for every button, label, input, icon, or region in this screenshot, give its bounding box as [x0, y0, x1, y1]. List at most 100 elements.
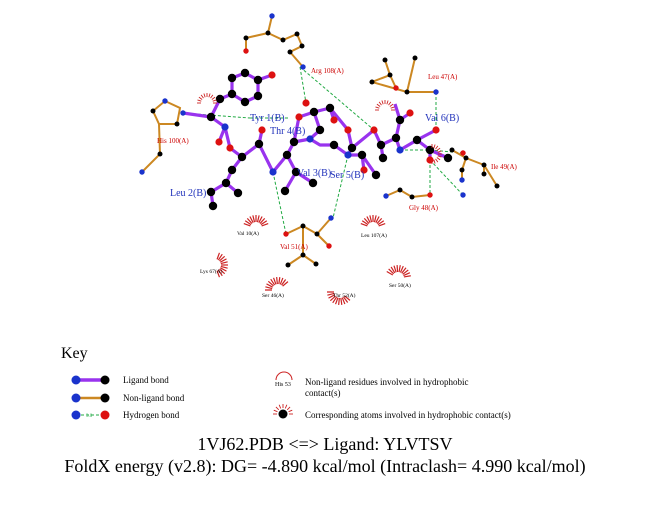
atom	[215, 138, 223, 146]
atom	[459, 167, 465, 173]
key-hbond-distance: 3.0	[86, 414, 93, 419]
key-hydrophobic-residues-line2: contact(s)	[305, 388, 340, 398]
atom	[157, 151, 163, 157]
hydrophobic-spike	[288, 409, 293, 413]
hydrophobic-spike	[282, 281, 289, 287]
atom	[300, 64, 306, 70]
hydrophobic-spike	[278, 277, 281, 285]
key-oxygen-atom	[100, 410, 110, 420]
atom	[226, 144, 234, 152]
atom	[289, 137, 299, 147]
hydrophobic-spike	[328, 294, 335, 299]
atom	[383, 193, 389, 199]
hydrophobic-spike	[220, 261, 228, 265]
atom	[240, 68, 250, 78]
atom	[243, 35, 249, 41]
atom	[283, 231, 289, 237]
atom	[295, 113, 303, 121]
atom	[285, 262, 291, 268]
atom	[280, 186, 290, 196]
residue-label-val51: Val 51(A)	[280, 243, 308, 251]
hydrophobic-spike	[386, 100, 389, 105]
hydrophobic-spike	[197, 99, 202, 102]
bond	[406, 57, 416, 93]
hydrophobic-spike	[390, 266, 396, 274]
atom	[425, 145, 435, 155]
atom	[481, 162, 487, 168]
hydrophobic-spike	[266, 283, 273, 288]
atom	[426, 156, 434, 164]
hydrophobic-spike	[402, 269, 409, 275]
atom	[233, 188, 243, 198]
hydrophobic-spike	[256, 215, 260, 223]
hydrophobic-spike	[376, 103, 381, 107]
hydrophobic-spike	[375, 106, 380, 109]
atom	[206, 187, 216, 197]
hydrophobic-spike	[210, 94, 214, 99]
atom	[412, 55, 418, 61]
bond	[245, 32, 269, 39]
atom	[433, 89, 439, 95]
atom	[460, 192, 466, 198]
key: Key Ligand bond Non-ligand bond 3.0 Hydr…	[61, 345, 511, 420]
hydrophobic-spike	[265, 289, 273, 291]
hydrophobic-spike	[252, 215, 256, 223]
bond	[368, 59, 408, 93]
hydrophobic-spike	[381, 100, 384, 105]
atom	[258, 126, 266, 134]
hydrophobic-spike	[435, 145, 439, 150]
hydrophobic-spike	[435, 158, 439, 163]
hydrophobic-spike	[433, 144, 436, 149]
hydrophobic-spike	[436, 147, 441, 151]
hydrophobic-residue-fan	[360, 215, 386, 227]
hydrophobic-spike	[344, 295, 351, 301]
atom	[397, 187, 403, 193]
hydrophobic-spike	[258, 216, 263, 223]
atom	[326, 243, 332, 249]
hydrophobic-spike	[396, 264, 399, 273]
hbond	[272, 171, 287, 235]
atom	[328, 215, 334, 221]
hydrophobic-spike	[198, 96, 203, 100]
atom	[221, 178, 231, 188]
atom	[269, 13, 275, 19]
residue-label-leu47: Leu 47(A)	[428, 73, 458, 81]
atom	[409, 194, 415, 200]
hydrophobic-atom-marks	[197, 93, 442, 164]
atom	[237, 152, 247, 162]
atom	[253, 91, 263, 101]
atom	[269, 168, 277, 176]
atom	[243, 48, 249, 54]
hydrophobic-spike	[375, 216, 380, 223]
hydrophobic-spike	[341, 297, 346, 305]
hbond	[429, 159, 464, 196]
hydrophobic-spike	[216, 270, 221, 278]
hydrophobic-spike	[343, 296, 349, 303]
hydrophobic-spike	[261, 222, 269, 227]
hydrophobic-spike	[378, 222, 386, 227]
atom	[215, 94, 225, 104]
atom	[325, 103, 335, 113]
hydrophobic-spike	[389, 103, 394, 107]
residue-label-his100: His 100(A)	[157, 137, 189, 145]
hydrophobic-spike	[437, 155, 442, 158]
ligand-label-ser5: Ser 5(B)	[330, 170, 364, 181]
key-carbon-atom	[100, 375, 110, 385]
atom	[265, 30, 271, 36]
ligand-label-tyr1: Tyr 1(B)	[250, 113, 285, 124]
atom	[404, 89, 410, 95]
ligand-label-leu2: Leu 2(B)	[170, 188, 206, 199]
bond	[287, 254, 304, 266]
atom	[300, 223, 306, 229]
hydrophobic-spike	[216, 252, 221, 260]
atom	[150, 108, 156, 114]
atom	[300, 252, 306, 258]
hydrophobic-label-thr52: Thr 52(A)	[333, 292, 356, 299]
hydrophobic-spike	[270, 278, 276, 286]
atom	[360, 166, 368, 174]
atom	[396, 146, 404, 154]
atom	[370, 126, 378, 134]
atom	[443, 153, 453, 163]
hydrophobic-label-val10: Val 10(A)	[237, 230, 259, 237]
